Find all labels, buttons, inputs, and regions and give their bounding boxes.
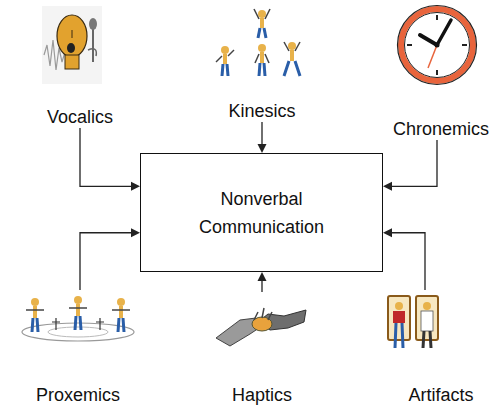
vocalics-node: Vocalics: [18, 2, 142, 128]
connector-line: [261, 279, 262, 292]
figure: [254, 9, 270, 38]
clock-outline: [398, 6, 477, 85]
minute-hand: [437, 20, 451, 45]
nose: [72, 30, 73, 38]
handshake-icon: [216, 308, 306, 346]
head: [395, 302, 403, 310]
markers: [52, 318, 104, 330]
arrowhead: [258, 272, 267, 281]
category-label: Haptics: [230, 384, 294, 406]
connector-line: [390, 140, 437, 186]
category-label: Chronemics: [391, 118, 491, 140]
artifacts-node: Artifacts: [383, 290, 499, 406]
neck: [65, 55, 79, 69]
category-label: Artifacts: [406, 384, 475, 406]
category-label: Proxemics: [34, 384, 122, 406]
box-title: Nonverbal Communication: [187, 185, 337, 241]
arrow-connector: [80, 228, 140, 290]
arrow-connector: [383, 140, 437, 191]
connector-line: [80, 233, 133, 290]
kinesics-node: Kinesics: [200, 2, 324, 122]
figure: [284, 42, 300, 76]
figure: [112, 298, 130, 332]
clock-face: [405, 13, 470, 78]
white-coat: [421, 311, 433, 331]
chronemics-node: Chronemics: [383, 2, 499, 140]
arrow-connector: [383, 228, 425, 290]
clock-pin: [435, 43, 440, 48]
head: [57, 15, 87, 57]
figure: [216, 46, 234, 76]
figure: [26, 298, 44, 332]
connector-line: [80, 128, 133, 186]
icon-ground: [42, 6, 102, 84]
connector-line: [390, 233, 425, 290]
artifacts-icon: [388, 296, 438, 348]
clock-icon: [398, 6, 477, 85]
proxemics-icon: [22, 296, 134, 341]
clock-rim: [401, 9, 473, 81]
red-clothes: [393, 311, 405, 323]
card: [416, 296, 438, 340]
arrowhead: [383, 182, 392, 191]
vocalics-icon: [42, 6, 102, 84]
card: [388, 296, 410, 340]
mic-head: [89, 18, 97, 30]
central-box: Nonverbal Communication: [140, 153, 383, 272]
fingers: [254, 308, 272, 320]
legs: [395, 323, 403, 348]
arrowhead: [131, 228, 140, 237]
kinesics-icon: [216, 9, 300, 76]
hour-hand: [420, 35, 437, 45]
figure: [69, 296, 87, 330]
category-label: Vocalics: [45, 106, 115, 128]
proxemics-node: Proxemics: [12, 290, 144, 406]
legs: [423, 331, 431, 348]
head: [423, 302, 431, 310]
arrowhead: [258, 144, 267, 153]
space-ring: [48, 327, 108, 337]
arrow-connector: [80, 128, 140, 191]
connector-line: [261, 122, 262, 146]
mic-clip: [88, 49, 96, 56]
arrowhead: [131, 182, 140, 191]
haptics-node: Haptics: [205, 292, 319, 406]
arrowhead: [383, 228, 392, 237]
clock-ticks: [407, 15, 467, 75]
figure: [255, 44, 269, 76]
arrow-connector: [258, 272, 267, 292]
mouth: [67, 43, 75, 53]
category-label: Kinesics: [226, 100, 297, 122]
second-hand: [428, 45, 437, 68]
arrow-connector: [258, 122, 267, 153]
